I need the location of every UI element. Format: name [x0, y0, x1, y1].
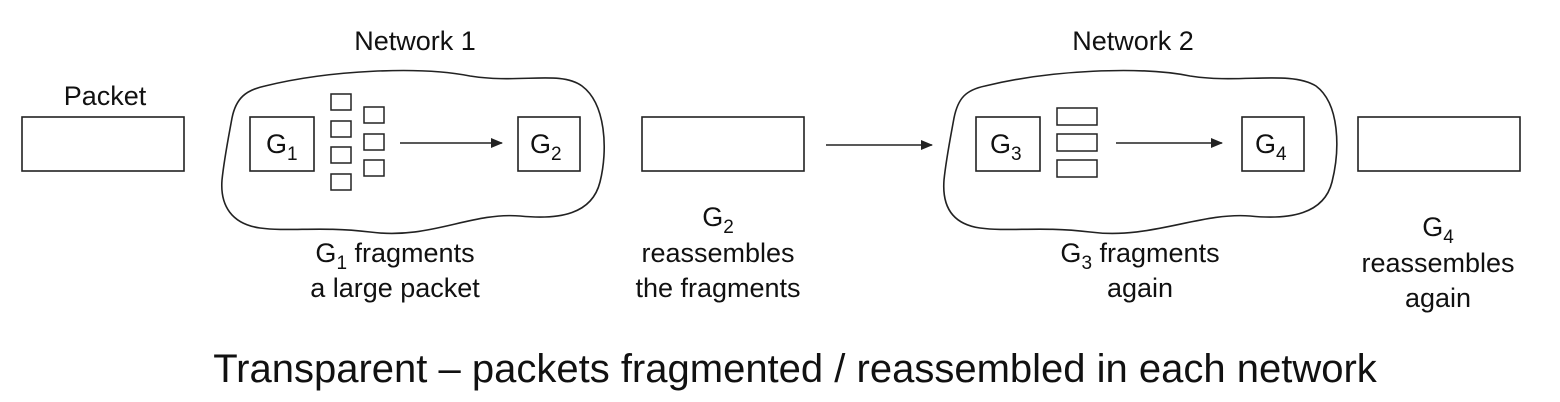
fragment: [330, 120, 352, 138]
gateway-g4: [1241, 116, 1305, 172]
g4-note-gateway: G4: [1422, 212, 1454, 248]
packet-label: Packet: [64, 81, 147, 111]
gateway-g3: [975, 116, 1041, 172]
fragment: [330, 93, 352, 111]
gateway-g4-label: G4: [1255, 129, 1287, 165]
fragment: [1056, 107, 1098, 126]
fragment: [330, 146, 352, 164]
fragment: [363, 106, 385, 124]
gateway-g1: [249, 116, 315, 172]
gateway-g2-label: G2: [530, 129, 562, 165]
reassembled-packet: [641, 116, 805, 172]
g2-note-line2: the fragments: [635, 273, 800, 303]
g3-note-line1: G3 fragments: [1060, 238, 1219, 274]
gateway-g1-label: G1: [266, 129, 298, 165]
fragment: [1056, 159, 1098, 178]
network-2-cloud: [942, 69, 1338, 235]
fragment: [330, 173, 352, 191]
g1-note-line2: a large packet: [310, 273, 480, 303]
fragment: [1056, 133, 1098, 152]
g4-note-line1: reassembles: [1361, 248, 1514, 278]
network-1-cloud: [221, 69, 605, 235]
fragment: [363, 159, 385, 177]
g3-note-line2: again: [1107, 273, 1173, 303]
g2-note-line1: reassembles: [641, 238, 794, 268]
final-packet: [1357, 116, 1521, 172]
g2-note-gateway: G2: [702, 202, 734, 238]
g1-note-line1: G1 fragments: [315, 238, 474, 274]
gateway-g2: [517, 116, 581, 172]
fragment: [363, 133, 385, 151]
gateway-g3-label: G3: [990, 129, 1022, 165]
diagram-caption: Transparent – packets fragmented / reass…: [213, 347, 1378, 391]
original-packet: [21, 116, 185, 172]
g4-note-line2: again: [1405, 283, 1471, 313]
network-1-label: Network 1: [354, 26, 476, 56]
network-2-label: Network 2: [1072, 26, 1194, 56]
